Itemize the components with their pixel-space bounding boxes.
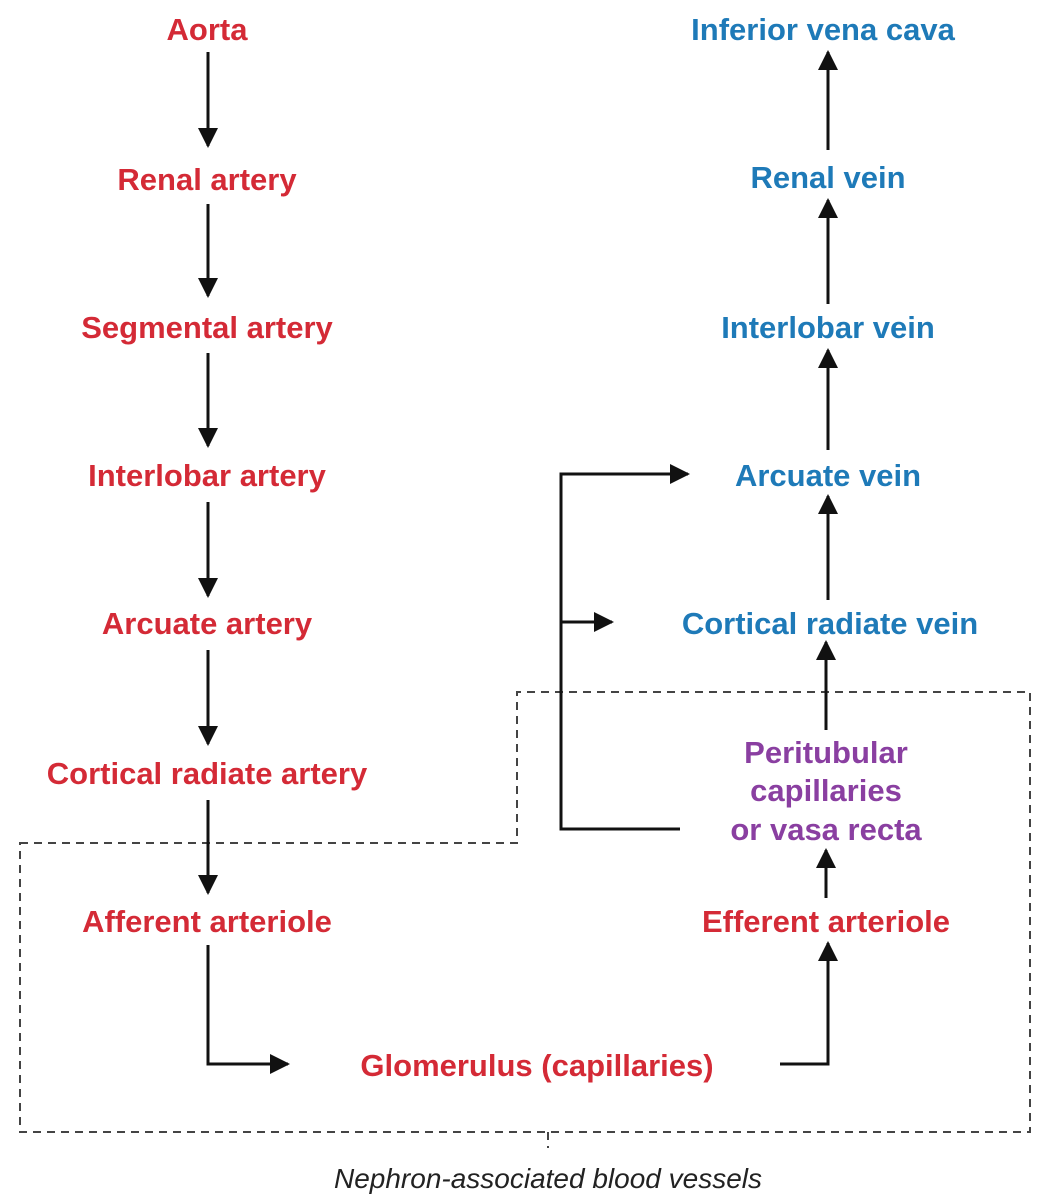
line-peritubular-bypass <box>559 464 690 831</box>
peritubular-label-line2: capillaries <box>750 773 902 808</box>
arrow-glomerulus-to-efferent <box>780 941 838 1066</box>
peritubular-label-line1: Peritubular <box>744 735 908 770</box>
cortical-radiate-vein-label: Cortical radiate vein <box>682 606 978 641</box>
peritubular-label-line3: or vasa recta <box>730 812 922 847</box>
afferent-arteriole-label: Afferent arteriole <box>82 904 332 939</box>
aorta-label: Aorta <box>167 12 249 47</box>
segmental-artery-label: Segmental artery <box>81 310 333 345</box>
nephron-caption: Nephron-associated blood vessels <box>334 1163 762 1194</box>
glomerulus-label: Glomerulus (capillaries) <box>360 1048 713 1083</box>
interlobar-artery-label: Interlobar artery <box>88 458 327 493</box>
renal-vein-label: Renal vein <box>750 160 905 195</box>
cortical-radiate-artery-label: Cortical radiate artery <box>47 756 368 791</box>
interlobar-vein-label: Interlobar vein <box>721 310 935 345</box>
arcuate-vein-label: Arcuate vein <box>735 458 921 493</box>
efferent-arteriole-label: Efferent arteriole <box>702 904 950 939</box>
renal-artery-label: Renal artery <box>117 162 297 197</box>
arrow-afferent-to-glomerulus <box>206 945 290 1074</box>
arcuate-artery-label: Arcuate artery <box>102 606 313 641</box>
nephron-region-boundary <box>19 691 1031 1133</box>
inferior-vena-cava-label: Inferior vena cava <box>691 12 955 47</box>
